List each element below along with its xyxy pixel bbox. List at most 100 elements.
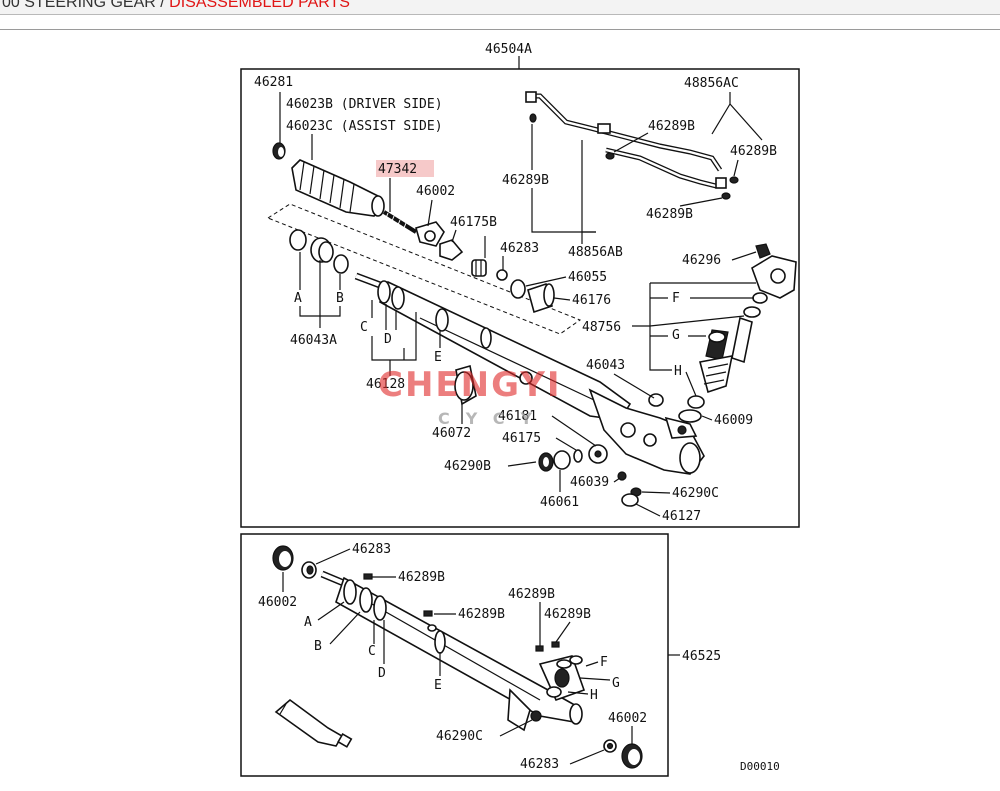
watermark-logo: CHENGYI bbox=[378, 365, 562, 405]
part-label-46289b-lower-1[interactable]: 46289B bbox=[398, 570, 445, 585]
part-label-46289b-c[interactable]: 46289B bbox=[502, 173, 549, 188]
leader bbox=[317, 601, 345, 621]
part-label-46296[interactable]: 46296 bbox=[682, 253, 721, 268]
leader bbox=[427, 199, 433, 227]
tie-rod-part bbox=[382, 210, 445, 247]
leader bbox=[451, 229, 457, 243]
part-label-46290b[interactable]: 46290B bbox=[444, 459, 491, 474]
callout-d-lower[interactable]: D bbox=[378, 666, 386, 681]
leader bbox=[315, 548, 351, 565]
plug-part-lower-4 bbox=[551, 641, 560, 648]
leader bbox=[525, 276, 567, 287]
callout-c-lower[interactable]: C bbox=[368, 644, 376, 659]
part-label-46175[interactable]: 46175 bbox=[502, 431, 541, 446]
leader bbox=[679, 197, 723, 207]
part-label-47342[interactable]: 47342 bbox=[378, 162, 417, 177]
part-label-46290c-lower[interactable]: 46290C bbox=[436, 729, 483, 744]
callout-c-upper[interactable]: C bbox=[360, 320, 368, 335]
part-label-46289b-lower-3[interactable]: 46289B bbox=[508, 587, 555, 602]
part-label-46002-lower-a[interactable]: 46002 bbox=[258, 595, 297, 610]
grease-tube-part bbox=[274, 698, 353, 748]
leader bbox=[371, 312, 417, 361]
callout-f-lower[interactable]: F bbox=[600, 655, 608, 670]
part-label-46290c[interactable]: 46290C bbox=[672, 486, 719, 501]
leader bbox=[551, 415, 597, 447]
part-label-46023c[interactable]: 46023C (ASSIST SIDE) bbox=[286, 119, 443, 134]
mount-bushing-part bbox=[454, 364, 477, 406]
callout-b-upper[interactable]: B bbox=[336, 291, 344, 306]
valve-housing-part bbox=[751, 243, 797, 299]
part-label-46002[interactable]: 46002 bbox=[416, 184, 455, 199]
clamp-part-lower-right bbox=[603, 739, 643, 769]
part-label-46181[interactable]: 46181 bbox=[498, 409, 537, 424]
part-label-46009[interactable]: 46009 bbox=[714, 413, 753, 428]
washer-part bbox=[496, 269, 508, 281]
callout-e-upper[interactable]: E bbox=[434, 350, 442, 365]
callout-a-lower[interactable]: A bbox=[304, 615, 312, 630]
callout-g[interactable]: G bbox=[672, 328, 680, 343]
leader bbox=[635, 503, 661, 517]
part-label-46289b-d[interactable]: 46289B bbox=[646, 207, 693, 222]
part-label-46128[interactable]: 46128 bbox=[366, 377, 405, 392]
adjuster-parts bbox=[538, 444, 627, 481]
part-label-46002-lower-b[interactable]: 46002 bbox=[608, 711, 647, 726]
part-label-46039[interactable]: 46039 bbox=[570, 475, 609, 490]
breadcrumb: 00 STEERING GEAR / DISASSEMBLED PARTS bbox=[2, 0, 350, 12]
seal-part bbox=[510, 279, 526, 299]
seal-set-part bbox=[289, 229, 349, 274]
part-label-46127[interactable]: 46127 bbox=[662, 509, 701, 524]
callout-a-upper[interactable]: A bbox=[294, 291, 302, 306]
part-label-46289b-b[interactable]: 46289B bbox=[730, 144, 777, 159]
part-label-46043a[interactable]: 46043A bbox=[290, 333, 337, 348]
rack-housing-part-lower bbox=[320, 570, 586, 732]
part-label-46023b[interactable]: 46023B (DRIVER SIDE) bbox=[286, 97, 443, 112]
part-label-46176[interactable]: 46176 bbox=[572, 293, 611, 308]
part-label-46283[interactable]: 46283 bbox=[500, 241, 539, 256]
title-divider bbox=[0, 29, 1000, 30]
part-label-46175b[interactable]: 46175B bbox=[450, 215, 497, 230]
clamp-part bbox=[272, 142, 286, 160]
part-label-46289b-a[interactable]: 46289B bbox=[648, 119, 695, 134]
rack-housing-part bbox=[354, 272, 705, 475]
part-label-48856ab[interactable]: 48856AB bbox=[568, 245, 623, 260]
callout-b-lower[interactable]: B bbox=[314, 639, 322, 654]
part-label-46289b-lower-4[interactable]: 46289B bbox=[544, 607, 591, 622]
breadcrumb-path: 00 STEERING GEAR / bbox=[2, 0, 170, 11]
title-bar: 00 STEERING GEAR / DISASSEMBLED PARTS bbox=[0, 0, 1000, 15]
upper-assembly-frame bbox=[240, 68, 800, 528]
part-label-46289b-lower-2[interactable]: 46289B bbox=[458, 607, 505, 622]
part-label-46043[interactable]: 46043 bbox=[586, 358, 625, 373]
bushing-part bbox=[471, 259, 487, 277]
leader bbox=[499, 719, 533, 737]
part-label-48756[interactable]: 48756 bbox=[582, 320, 621, 335]
leader bbox=[553, 297, 571, 301]
part-label-46281[interactable]: 46281 bbox=[254, 75, 293, 90]
callout-f[interactable]: F bbox=[672, 291, 680, 306]
leader bbox=[711, 103, 731, 135]
part-label-46072[interactable]: 46072 bbox=[432, 426, 471, 441]
leader bbox=[641, 491, 671, 494]
leader bbox=[685, 371, 697, 397]
callout-h[interactable]: H bbox=[674, 364, 682, 379]
part-label-46061[interactable]: 46061 bbox=[540, 495, 579, 510]
callout-g-lower[interactable]: G bbox=[612, 676, 620, 691]
watermark-sub: CYCY bbox=[438, 409, 548, 428]
leader bbox=[531, 188, 596, 233]
callout-h-lower[interactable]: H bbox=[590, 688, 598, 703]
bushing-part-46176 bbox=[527, 282, 555, 314]
part-label-46525[interactable]: 46525 bbox=[682, 649, 721, 664]
leader bbox=[555, 621, 571, 643]
part-label-46283-lower-a[interactable]: 46283 bbox=[352, 542, 391, 557]
breadcrumb-section[interactable]: DISASSEMBLED PARTS bbox=[169, 0, 350, 11]
leader bbox=[555, 437, 577, 451]
part-label-48856ac[interactable]: 48856AC bbox=[684, 76, 739, 91]
part-label-46504a[interactable]: 46504A bbox=[485, 42, 532, 57]
leader bbox=[701, 415, 713, 421]
callout-d-upper[interactable]: D bbox=[384, 332, 392, 347]
part-label-46055[interactable]: 46055 bbox=[568, 270, 607, 285]
leader bbox=[613, 132, 649, 153]
part-label-46283-lower-b[interactable]: 46283 bbox=[520, 757, 559, 772]
callout-e-lower[interactable]: E bbox=[434, 678, 442, 693]
exploded-frame bbox=[267, 203, 582, 335]
